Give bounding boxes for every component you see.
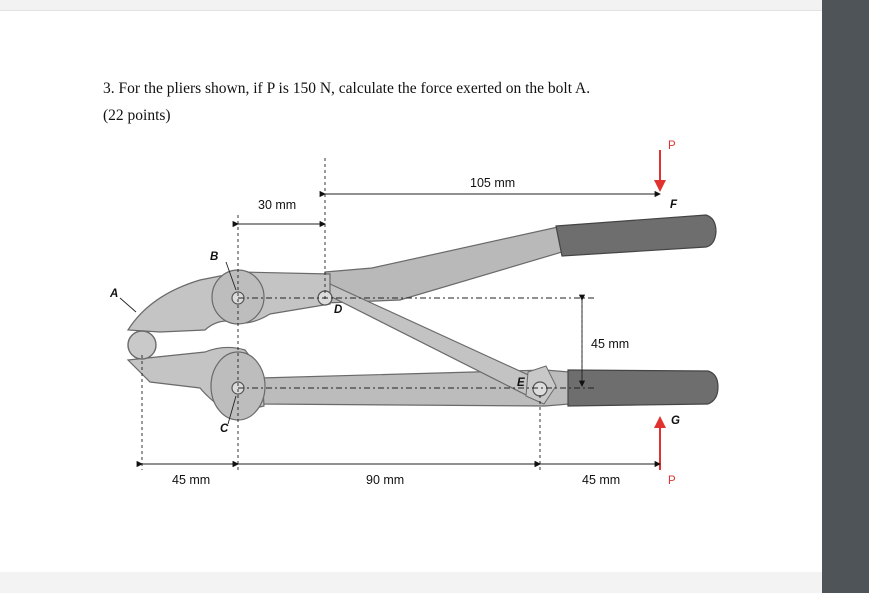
problem-statement: 3. For the pliers shown, if P is 150 N, … [103, 80, 591, 97]
upper-grip [555, 214, 717, 257]
center-lines [119, 150, 666, 470]
upper-handle [324, 226, 563, 304]
label-A: A [109, 288, 118, 300]
label-force-bottom: P [668, 475, 676, 487]
label-B: B [210, 251, 218, 263]
problem-points: (22 points) [103, 107, 171, 124]
bolt-A [127, 330, 157, 360]
label-force-top: P [668, 140, 676, 152]
dim-105: 105 mm [470, 176, 515, 190]
dim-90: 90 mm [366, 473, 404, 487]
label-F: F [670, 199, 678, 211]
window-side-panel [822, 0, 869, 593]
label-C: C [220, 423, 229, 435]
bottom-border [0, 572, 822, 593]
dim-45-vertical: 45 mm [591, 337, 629, 351]
label-E: E [517, 377, 525, 389]
lower-grip [567, 369, 719, 407]
top-border [0, 0, 869, 11]
label-G: G [671, 415, 680, 427]
pin-E [532, 381, 548, 397]
dim-45-jaw: 45 mm [172, 473, 210, 487]
label-D: D [334, 304, 342, 316]
dim-30: 30 mm [258, 198, 296, 212]
dim-45-handle: 45 mm [582, 473, 620, 487]
